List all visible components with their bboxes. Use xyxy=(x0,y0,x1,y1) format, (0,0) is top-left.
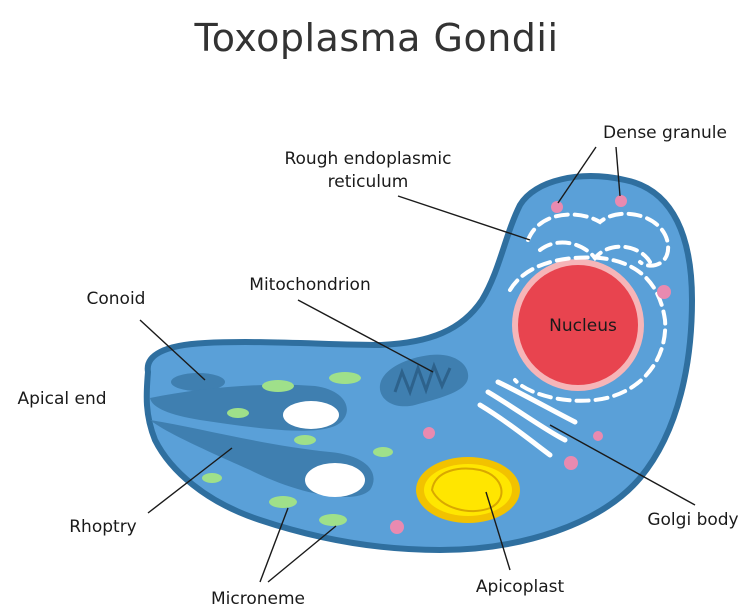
label-apical-end: Apical end xyxy=(17,389,106,409)
label-rough-er-line2: reticulum xyxy=(328,172,409,192)
microneme-3 xyxy=(227,408,249,418)
label-mitochondrion: Mitochondrion xyxy=(249,275,370,295)
label-rhoptry: Rhoptry xyxy=(69,517,137,537)
label-microneme: Microneme xyxy=(211,589,305,609)
dense-granule-2 xyxy=(615,195,627,207)
apicoplast-inner xyxy=(424,464,512,516)
vacuole-lower xyxy=(305,463,365,497)
microneme-6 xyxy=(202,473,222,483)
dense-granule-5 xyxy=(593,431,603,441)
nucleus-label: Nucleus xyxy=(549,316,617,336)
microneme-1 xyxy=(262,380,294,392)
vacuole-upper xyxy=(283,401,339,429)
dense-granule-7 xyxy=(390,520,404,534)
label-golgi-body: Golgi body xyxy=(647,510,738,530)
microneme-4 xyxy=(294,435,316,445)
microneme-5 xyxy=(373,447,393,457)
microneme-2 xyxy=(329,372,361,384)
dense-granule-4 xyxy=(423,427,435,439)
dense-granule-6 xyxy=(564,456,578,470)
microneme-7 xyxy=(269,496,297,508)
label-conoid: Conoid xyxy=(87,289,146,309)
label-rough-er-line1: Rough endoplasmic xyxy=(284,149,451,169)
dense-granule-1 xyxy=(551,201,563,213)
leader-rough-er xyxy=(398,196,530,240)
label-apicoplast: Apicoplast xyxy=(476,577,565,597)
microneme-8 xyxy=(319,514,347,526)
label-dense-granule: Dense granule xyxy=(603,123,727,143)
dense-granule-3 xyxy=(657,285,671,299)
